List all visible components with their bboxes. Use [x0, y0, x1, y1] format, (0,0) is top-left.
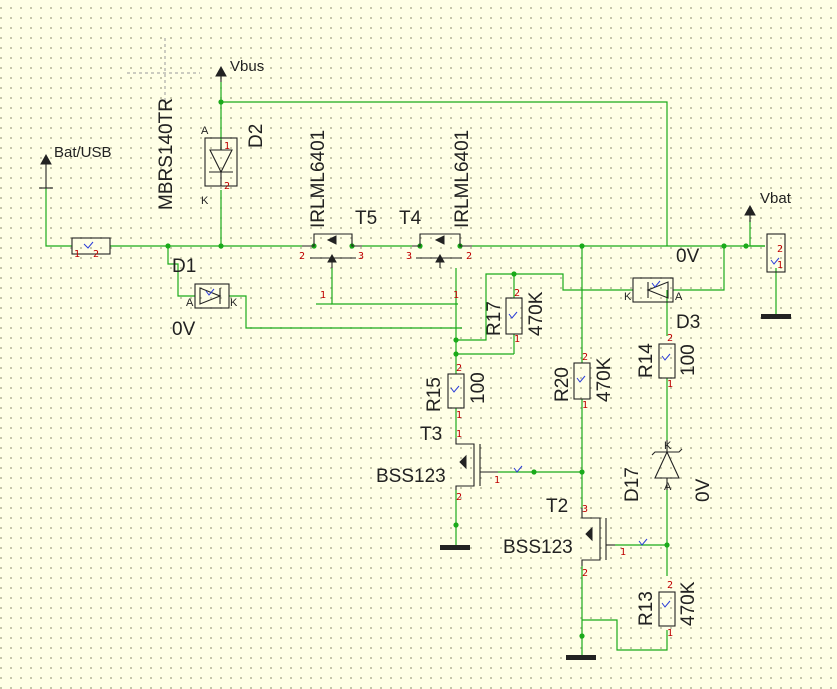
t2-ref: T2: [546, 496, 568, 517]
r17-value: 470K: [526, 291, 547, 336]
zero-v-label-2: 0V: [676, 246, 700, 267]
svg-text:1: 1: [667, 379, 673, 390]
svg-text:1: 1: [320, 290, 326, 301]
vbat-port[interactable]: Vbat: [744, 190, 792, 222]
r20-ref: R20: [552, 367, 573, 402]
diode-d17[interactable]: K A D17 0V: [622, 440, 714, 502]
svg-text:1: 1: [224, 141, 230, 152]
d3-cathode-letter: K: [624, 291, 632, 303]
svg-text:1: 1: [667, 628, 673, 639]
t5-ref: T5: [355, 208, 377, 229]
d1-anode-letter: A: [186, 297, 194, 309]
svg-text:2: 2: [777, 244, 783, 255]
cursor-crosshair: [127, 38, 200, 108]
resistor-r20[interactable]: 2 1 R20 470K: [552, 352, 615, 411]
svg-text:1: 1: [777, 260, 783, 271]
t4-ref: T4: [399, 208, 422, 229]
diode-d3[interactable]: K A D3 0V: [624, 246, 700, 333]
mosfet-t2[interactable]: 3 2 1 T2 BSS123: [503, 496, 648, 579]
vbus-label: Vbus: [230, 58, 264, 75]
r13-value: 470K: [678, 581, 699, 626]
svg-text:1: 1: [453, 290, 459, 301]
svg-text:2: 2: [667, 333, 673, 344]
svg-text:1: 1: [494, 475, 500, 486]
t5-value: IRLML6401: [308, 130, 329, 228]
ground-symbols: [440, 314, 791, 660]
t3-value: BSS123: [376, 466, 446, 487]
r14-value: 100: [678, 344, 699, 376]
d2-cathode-letter: K: [201, 195, 209, 207]
svg-text:2: 2: [456, 363, 462, 374]
svg-text:2: 2: [93, 249, 99, 260]
d2-anode-letter: A: [201, 125, 209, 137]
diode-d1[interactable]: A K D1 0V: [172, 256, 238, 340]
svg-text:1: 1: [456, 410, 462, 421]
bat-usb-port[interactable]: Bat/USB: [39, 144, 112, 189]
svg-text:3: 3: [358, 251, 364, 262]
zero-v-label-3: 0V: [693, 478, 714, 502]
d17-cathode-letter: K: [664, 440, 672, 452]
d2-value: MBRS140TR: [156, 98, 177, 210]
svg-text:3: 3: [406, 251, 412, 262]
resistor-r15[interactable]: 2 1 R15 100: [424, 363, 489, 421]
resistor-r17[interactable]: 2 1 R17 470K: [484, 288, 547, 345]
connector-bat-usb[interactable]: 1 2: [71, 237, 111, 260]
t2-value: BSS123: [503, 537, 573, 558]
d2-ref: D2: [246, 124, 267, 148]
zero-v-label-1: 0V: [172, 319, 196, 340]
r20-value: 470K: [594, 357, 615, 402]
svg-text:2: 2: [514, 288, 520, 299]
svg-text:1: 1: [514, 334, 520, 345]
vbus-port[interactable]: Vbus: [215, 58, 264, 82]
svg-text:2: 2: [667, 580, 673, 591]
vbat-label: Vbat: [760, 190, 792, 207]
d3-anode-letter: A: [675, 291, 683, 303]
mosfet-t5[interactable]: 2 3 1 T5 IRLML6401: [299, 130, 377, 301]
svg-text:1: 1: [582, 400, 588, 411]
svg-text:2: 2: [466, 251, 472, 262]
svg-text:2: 2: [456, 492, 462, 503]
d17-anode-letter: A: [664, 481, 672, 493]
svg-text:2: 2: [582, 568, 588, 579]
mosfet-t4[interactable]: 3 2 1 T4 IRLML6401: [399, 130, 473, 301]
svg-text:2: 2: [582, 352, 588, 363]
svg-text:3: 3: [582, 504, 588, 515]
t3-ref: T3: [420, 424, 442, 445]
svg-text:2: 2: [224, 181, 230, 192]
d17-ref: D17: [622, 467, 643, 502]
d3-ref: D3: [676, 312, 700, 333]
wires: [45, 82, 777, 655]
resistor-r13[interactable]: 2 1 R13 470K: [636, 580, 699, 639]
r15-ref: R15: [424, 377, 445, 412]
r15-value: 100: [468, 372, 489, 404]
diode-d2[interactable]: 1 2 A K D2 MBRS140TR: [156, 98, 267, 210]
connector-vbat[interactable]: 2 1: [766, 233, 786, 273]
r14-ref: R14: [636, 343, 657, 378]
r17-ref: R17: [484, 301, 505, 336]
t4-value: IRLML6401: [452, 130, 473, 228]
svg-text:1: 1: [74, 249, 80, 260]
r13-ref: R13: [636, 591, 657, 626]
mosfet-t3[interactable]: 1 2 1 T3 BSS123: [376, 424, 523, 503]
svg-text:1: 1: [456, 429, 462, 440]
svg-text:2: 2: [299, 251, 305, 262]
d1-ref: D1: [172, 256, 196, 277]
resistor-r14[interactable]: 2 1 R14 100: [636, 333, 699, 390]
bat-usb-label: Bat/USB: [54, 144, 112, 161]
svg-text:1: 1: [620, 547, 626, 558]
d1-cathode-letter: K: [230, 297, 238, 309]
